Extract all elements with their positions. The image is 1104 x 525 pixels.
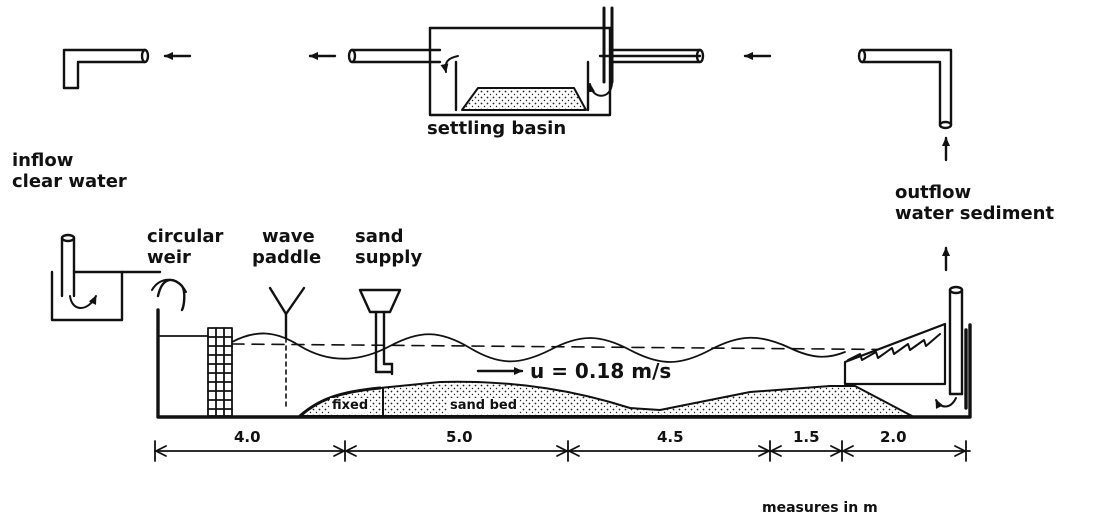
dimension-5-0: 5.0 [446, 428, 473, 446]
sediment-trap [843, 322, 947, 386]
velocity-label: u = 0.18 m/s [530, 359, 672, 383]
dimension-4-5: 4.5 [657, 428, 684, 446]
circular-weir-label: circular weir [147, 226, 223, 268]
outflow-standpipe [935, 285, 968, 410]
dimension-1-5: 1.5 [793, 428, 820, 446]
sand-supply-label-line2: supply [355, 247, 423, 268]
wave-paddle-label-line1: wave [262, 226, 315, 247]
circular-weir-label-line1: circular [147, 226, 224, 247]
wave-paddle-label-line2: paddle [252, 247, 322, 268]
fixed-bed-label: fixed [330, 398, 371, 413]
outflow-label-line1: outflow [895, 182, 972, 203]
sand-bed-label: sand bed [448, 398, 520, 413]
measures-note: measures in m [762, 500, 878, 516]
inflow-elbow-pipe [62, 48, 150, 90]
dimension-2-0: 2.0 [880, 428, 907, 446]
settling-basin [347, 6, 705, 117]
outflow-elbow-pipe [857, 48, 953, 130]
inflow-label-line1: inflow [12, 150, 74, 171]
sand-supply-label-line1: sand [355, 226, 404, 247]
circular-weir-label-line2: weir [147, 247, 191, 268]
dimension-line [154, 440, 971, 462]
sand-supply-label: sand supply [355, 226, 422, 268]
inflow-label: inflow clear water [12, 150, 127, 192]
inflow-tank [50, 233, 162, 322]
sand-bed [298, 380, 913, 418]
outflow-label-line2: water sediment [895, 203, 1055, 224]
wave-paddle-label: wave paddle [252, 226, 321, 268]
circular-weir [151, 278, 187, 312]
flow-straightener [207, 327, 233, 417]
sand-supply-hopper [358, 288, 402, 376]
wave-paddle [268, 286, 306, 411]
water-surface [159, 332, 846, 363]
outflow-label: outflow water sediment [895, 182, 1054, 224]
inflow-label-line2: clear water [12, 171, 127, 192]
settling-basin-label: settling basin [427, 118, 567, 139]
still-water-level [231, 343, 946, 351]
dimension-4-0: 4.0 [234, 428, 261, 446]
